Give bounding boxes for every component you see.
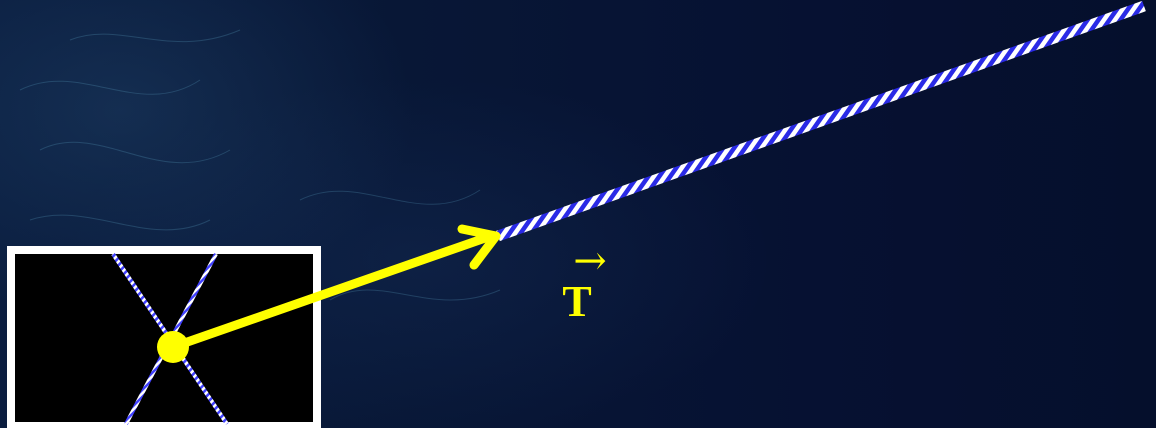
vector-letter: T — [534, 280, 620, 324]
rope — [498, 6, 1144, 236]
point-mass — [157, 331, 189, 363]
tension-vector-label: → T — [560, 246, 620, 324]
vector-arrow-symbol: → — [560, 246, 620, 276]
